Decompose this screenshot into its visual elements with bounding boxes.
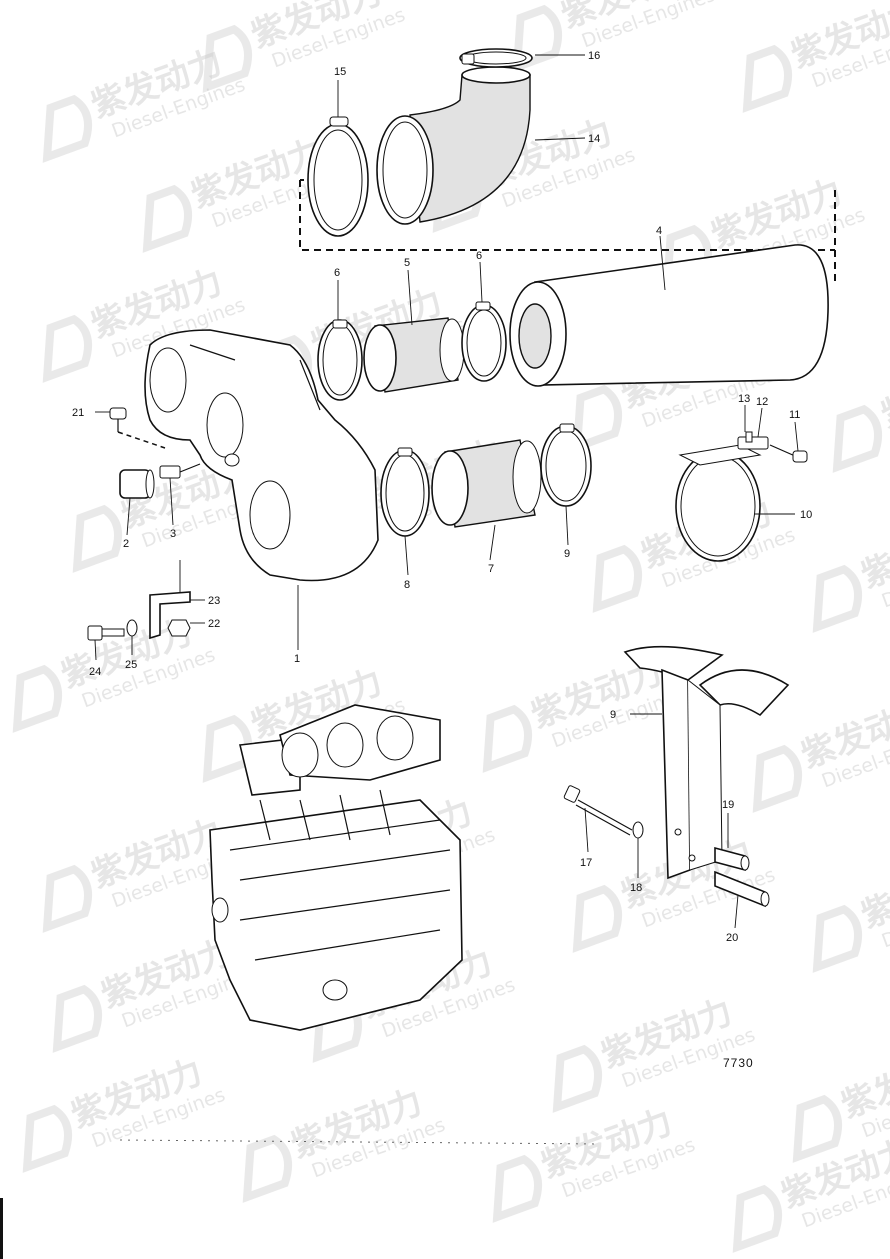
callout-leaders <box>94 54 799 929</box>
watermark-logo-icon <box>572 884 622 953</box>
scan-artifacts <box>0 1139 601 1259</box>
callout-14: 13 <box>738 393 750 405</box>
part-26-washer <box>126 619 138 637</box>
callout-12: 11 <box>789 409 800 421</box>
callout-10: 9 <box>610 709 616 721</box>
assembly-bracket-dashed <box>299 179 836 285</box>
callout-16: 15 <box>334 66 346 78</box>
watermark-logo-icon <box>202 24 252 93</box>
watermark-logo-icon <box>572 384 622 453</box>
callout-24: 23 <box>208 595 220 607</box>
watermark-cn: 紫发动力 <box>856 512 890 596</box>
part-20-spacer <box>714 846 750 872</box>
watermark-logo-icon <box>512 4 562 73</box>
callout-7: 7 <box>488 563 494 575</box>
part-16-hose-clamp <box>307 116 369 237</box>
callout-26: 25 <box>125 659 137 671</box>
part-9-clamp <box>540 423 592 507</box>
watermark-logo-icon <box>492 1154 542 1223</box>
watermark-logo-icon <box>832 404 882 473</box>
watermark-logo-icon <box>242 1134 292 1203</box>
watermark-logo-icon <box>482 704 532 773</box>
callout-13: 12 <box>756 396 768 408</box>
part-5-sleeve <box>363 317 465 393</box>
watermark-logo-icon <box>812 564 862 633</box>
callout-17: 16 <box>588 50 600 62</box>
callout-1: 1 <box>294 653 300 665</box>
part-6a-clamp <box>317 319 363 401</box>
callout-22: 21 <box>72 407 84 419</box>
watermark-logo-icon <box>752 744 802 813</box>
callout-25: 24 <box>89 666 101 678</box>
watermark-logo-icon <box>42 864 92 933</box>
part-24-bracket <box>149 591 191 640</box>
watermark-logo-icon <box>142 184 192 253</box>
engine-overview <box>209 704 463 1031</box>
part-10-mounting-bracket <box>623 645 790 880</box>
drawing-code: 7730 <box>723 1056 754 1070</box>
callout-6a: 6 <box>334 267 340 279</box>
callout-4: 4 <box>656 225 662 237</box>
part-23-nut <box>167 619 191 637</box>
part-18-long-bolt <box>563 785 633 836</box>
callout-8: 8 <box>404 579 410 591</box>
part-22-screw <box>109 407 166 449</box>
part-6b-clamp <box>461 301 507 382</box>
part-2-cap <box>119 469 155 499</box>
watermark-cn: 紫发动力 <box>856 852 890 936</box>
watermark-logo-icon <box>592 544 642 613</box>
callout-3: 3 <box>170 528 176 540</box>
part-1-exhaust-manifold <box>144 329 379 582</box>
part-21-spacer <box>714 870 770 908</box>
watermark-logo-icon <box>12 664 62 733</box>
part-7-sleeve <box>431 439 542 528</box>
callout-19: 18 <box>630 882 642 894</box>
callout-15: 14 <box>588 133 600 145</box>
watermark-logo-icon <box>52 984 102 1053</box>
watermark-logo-icon <box>812 904 862 973</box>
callout-6b: 6 <box>476 250 482 262</box>
part-8-clamp <box>380 447 430 537</box>
callout-20: 19 <box>722 799 734 811</box>
watermark-logo-icon <box>72 504 122 573</box>
callout-18: 17 <box>580 857 592 869</box>
part-19-washer <box>632 821 644 839</box>
watermark-logo-icon <box>792 1094 842 1163</box>
callout-labels: 15 16 14 4 6 5 6 21 13 12 11 10 2 3 8 7 … <box>72 50 812 1070</box>
part-4-silencer <box>509 244 829 387</box>
watermark-logo-icon <box>42 94 92 163</box>
part-11-strap <box>675 444 762 562</box>
part-15-elbow-hose <box>376 66 531 225</box>
part-12-13-14-bolt-assembly <box>737 431 808 463</box>
watermark-logo-icon <box>742 44 792 113</box>
callout-2: 2 <box>123 538 129 550</box>
part-17-clamp <box>459 48 533 68</box>
watermark-logo-icon <box>552 1044 602 1113</box>
watermark-logo-icon <box>22 1104 72 1173</box>
callout-5: 5 <box>404 257 410 269</box>
watermark-logo-icon <box>732 1184 782 1253</box>
callout-21: 20 <box>726 932 738 944</box>
callout-23: 22 <box>208 618 220 630</box>
watermark-logo-icon <box>42 314 92 383</box>
callout-11: 10 <box>800 509 812 521</box>
callout-9: 9 <box>564 548 570 560</box>
